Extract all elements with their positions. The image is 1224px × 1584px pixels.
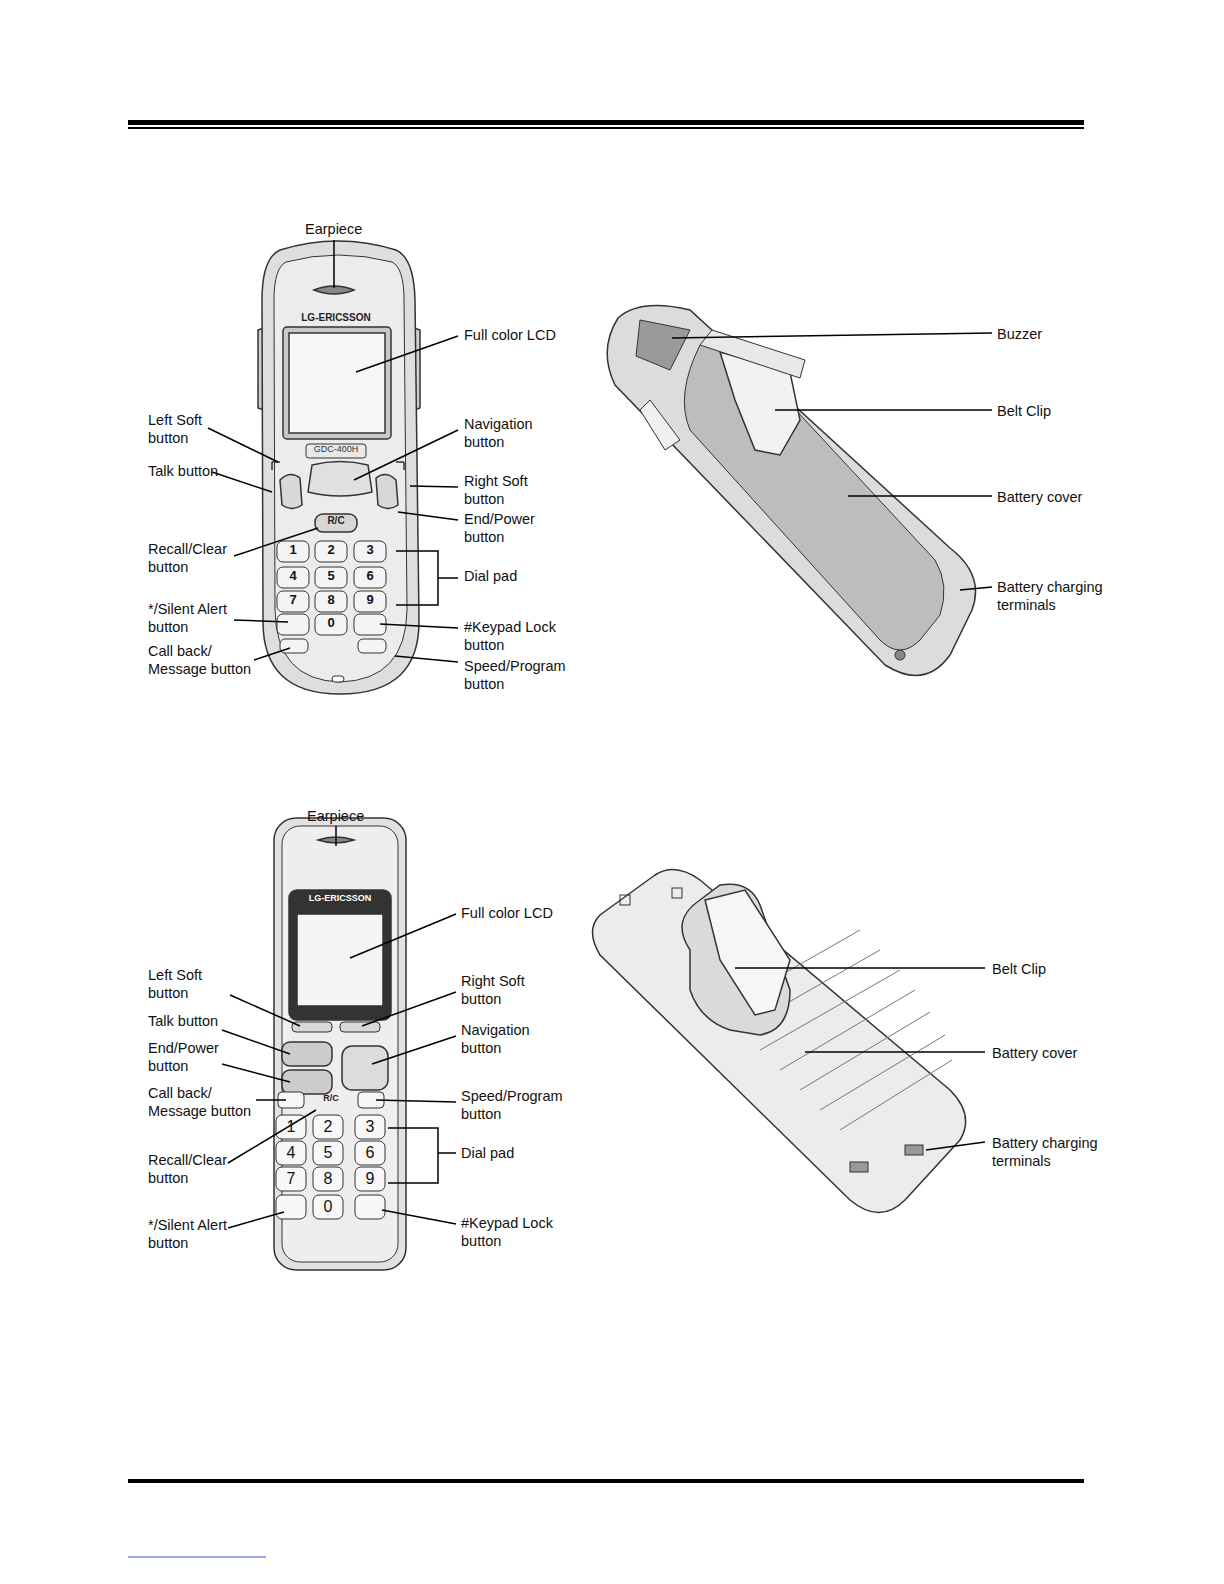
key-digit: 9 [360, 1169, 380, 1189]
part-label: Earpiece [307, 807, 364, 825]
key-digit: 7 [283, 592, 303, 608]
part-label: End/Power button [464, 510, 549, 546]
key-digit: 6 [360, 1143, 380, 1163]
key-digit: 2 [318, 1117, 338, 1137]
part-label: Right Soft button [461, 972, 546, 1008]
header-rule [128, 127, 1084, 129]
part-label: Dial pad [461, 1144, 514, 1162]
part-label: Left Soft button [148, 411, 228, 447]
part-label: #Keypad Lock button [461, 1214, 571, 1250]
part-label: Call back/ Message button [148, 1084, 258, 1120]
part-label: End/Power button [148, 1039, 233, 1075]
key-digit: 8 [318, 1169, 338, 1189]
part-label: Battery charging terminals [997, 578, 1112, 614]
part-label: Battery charging terminals [992, 1134, 1107, 1170]
part-label: Belt Clip [997, 402, 1051, 420]
key-text: R/C [314, 1093, 348, 1104]
part-label: #Keypad Lock button [464, 618, 574, 654]
key-digit: 5 [321, 568, 341, 584]
key-digit: 4 [283, 568, 303, 584]
brand-text: LG-ERICSSON [292, 893, 388, 904]
key-digit: 6 [360, 568, 380, 584]
part-label: Talk button [148, 462, 218, 480]
part-label: Right Soft button [464, 472, 549, 508]
key-digit: 8 [321, 592, 341, 608]
part-label: Navigation button [461, 1021, 551, 1057]
key-digit: 5 [318, 1143, 338, 1163]
part-label: Full color LCD [461, 904, 553, 922]
part-label: Full color LCD [464, 326, 556, 344]
part-label: Earpiece [305, 220, 362, 238]
part-label: Left Soft button [148, 966, 228, 1002]
part-label: Speed/Program button [461, 1087, 576, 1123]
key-digit: 0 [321, 615, 341, 631]
footer-rule [128, 1479, 1084, 1483]
leader-lines [208, 240, 992, 1228]
phone-back-bottom [593, 870, 966, 1213]
part-label: Buzzer [997, 325, 1042, 343]
phone-front-top [258, 241, 420, 694]
part-label: Talk button [148, 1012, 218, 1030]
part-label: */Silent Alert button [148, 600, 243, 636]
header-rule [128, 120, 1084, 125]
key-digit: 2 [321, 542, 341, 558]
part-label: Belt Clip [992, 960, 1046, 978]
brand-text: LG-ERICSSON [284, 311, 388, 324]
key-digit: 9 [360, 592, 380, 608]
key-digit: 4 [281, 1143, 301, 1163]
part-label: Recall/Clear button [148, 540, 238, 576]
part-label: Recall/Clear button [148, 1151, 238, 1187]
part-label: Speed/Program button [464, 657, 579, 693]
key-digit: 1 [281, 1117, 301, 1137]
key-text: R/C [316, 514, 356, 527]
model-text: GDC-400H [306, 444, 366, 455]
phone-back-top [607, 306, 975, 676]
part-label: Navigation button [464, 415, 554, 451]
part-label: */Silent Alert button [148, 1216, 243, 1252]
key-digit: 3 [360, 1117, 380, 1137]
key-digit: 0 [318, 1197, 338, 1217]
phone-front-bottom [274, 818, 406, 1270]
part-label: Call back/ Message button [148, 642, 258, 678]
footer-link-line [128, 1557, 266, 1558]
key-digit: 1 [283, 542, 303, 558]
part-label: Dial pad [464, 567, 517, 585]
part-label: Battery cover [997, 488, 1082, 506]
key-digit: 3 [360, 542, 380, 558]
part-label: Battery cover [992, 1044, 1077, 1062]
key-digit: 7 [281, 1169, 301, 1189]
